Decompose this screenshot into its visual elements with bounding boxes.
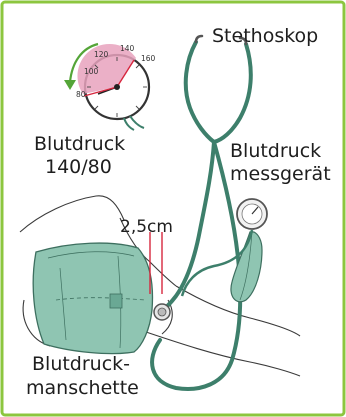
label-messgeraet-line1: Blutdruck <box>230 140 321 162</box>
label-distance: 2,5cm <box>120 217 173 237</box>
gauge-tick-120: 120 <box>94 50 109 59</box>
label-blutdruck-value-line1: Blutdruck <box>34 133 125 155</box>
label-manschette-line2: manschette <box>26 377 139 399</box>
gauge-tick-140: 140 <box>120 44 135 53</box>
label-stethoskop: Stethoskop <box>212 25 318 47</box>
label-blutdruck-value-line2: 140/80 <box>45 156 112 178</box>
gauge-tick-160: 160 <box>141 54 156 63</box>
cuff-drawing <box>33 243 152 354</box>
gauge-tick-100: 100 <box>84 67 99 76</box>
label-messgeraet-line2: messgerät <box>230 163 331 185</box>
chest-piece <box>154 304 170 320</box>
label-manschette-line1: Blutdruck- <box>32 353 130 375</box>
gauge-tick-80: 80 <box>76 90 86 99</box>
